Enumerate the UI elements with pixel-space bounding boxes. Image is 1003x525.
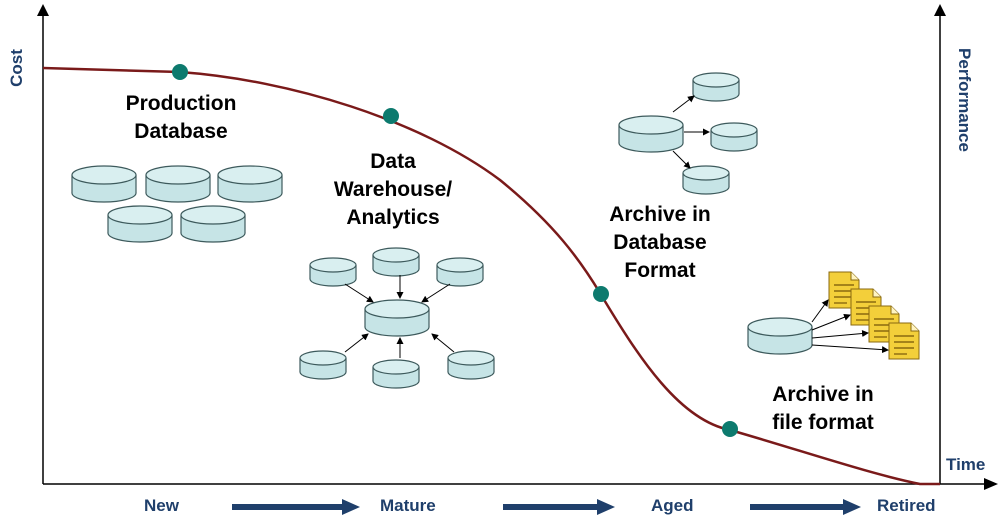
- stage-mature: Mature: [380, 496, 436, 515]
- curve-marker-mature: [383, 108, 399, 124]
- arrow-icon: [811, 330, 869, 339]
- database-icon: [692, 72, 740, 102]
- label-line: file format: [772, 411, 874, 434]
- database-icon: [217, 165, 283, 203]
- stage-aged: Aged: [651, 496, 694, 515]
- time-axis-label: Time: [946, 455, 986, 474]
- database-icon: [747, 317, 813, 355]
- database-icon: [180, 205, 246, 243]
- label-line: Database: [134, 120, 228, 143]
- data-warehouse-icons: [299, 247, 495, 389]
- label-line: Warehouse/: [333, 178, 453, 201]
- label-line: Archive in: [772, 383, 874, 406]
- database-icon: [618, 115, 684, 153]
- curve-marker-new: [172, 64, 188, 80]
- database-icon: [299, 350, 347, 380]
- performance-axis-label: Performance: [955, 48, 974, 152]
- label-line: Archive in: [609, 203, 711, 226]
- cost-axis-label: Cost: [7, 49, 26, 87]
- stage-retired: Retired: [877, 496, 936, 515]
- database-icon: [71, 165, 137, 203]
- database-icon: [372, 247, 420, 277]
- label-line: Data: [370, 150, 416, 173]
- arrow-icon: [672, 95, 695, 113]
- arrow-icon: [431, 333, 455, 353]
- arrow-icon: [421, 283, 451, 303]
- stage-new: New: [144, 496, 179, 515]
- arrow-icon: [811, 299, 829, 323]
- arrow-icon: [811, 313, 851, 331]
- central-database-icon: [364, 299, 430, 337]
- axes: [37, 4, 998, 490]
- data-warehouse-label: Data Warehouse/ Analytics: [318, 148, 468, 232]
- document-icon: [888, 322, 920, 360]
- arrow-icon: [672, 150, 691, 169]
- time-axis-arrow: [984, 478, 998, 490]
- archive-file-icons: [747, 271, 920, 360]
- label-line: Analytics: [346, 206, 440, 229]
- database-icon: [710, 122, 758, 152]
- right-axis-arrow: [934, 4, 946, 16]
- arrow-icon: [811, 344, 889, 354]
- stage-arrows: [232, 499, 861, 515]
- left-axis-arrow: [37, 4, 49, 16]
- archive-database-label: Archive in Database Format: [590, 201, 730, 285]
- database-icon: [436, 257, 484, 287]
- database-icon: [145, 165, 211, 203]
- label-line: Production: [125, 92, 237, 115]
- archive-file-label: Archive in file format: [738, 381, 908, 437]
- arrow-icon: [344, 283, 374, 303]
- archive-database-icons: [618, 72, 758, 195]
- label-line: Format: [624, 259, 696, 282]
- label-line: Database: [613, 231, 707, 254]
- database-icon: [682, 165, 730, 195]
- production-database-label: Production Database: [96, 90, 266, 146]
- right-arrow-icon: [750, 499, 861, 515]
- database-icon: [309, 257, 357, 287]
- right-arrow-icon: [503, 499, 615, 515]
- database-icon: [107, 205, 173, 243]
- arrow-icon: [344, 333, 369, 353]
- right-arrow-icon: [232, 499, 360, 515]
- database-icon: [447, 350, 495, 380]
- production-database-icons: [71, 165, 283, 243]
- database-icon: [372, 359, 420, 389]
- curve-marker-retired: [722, 421, 738, 437]
- curve-marker-aged: [593, 286, 609, 302]
